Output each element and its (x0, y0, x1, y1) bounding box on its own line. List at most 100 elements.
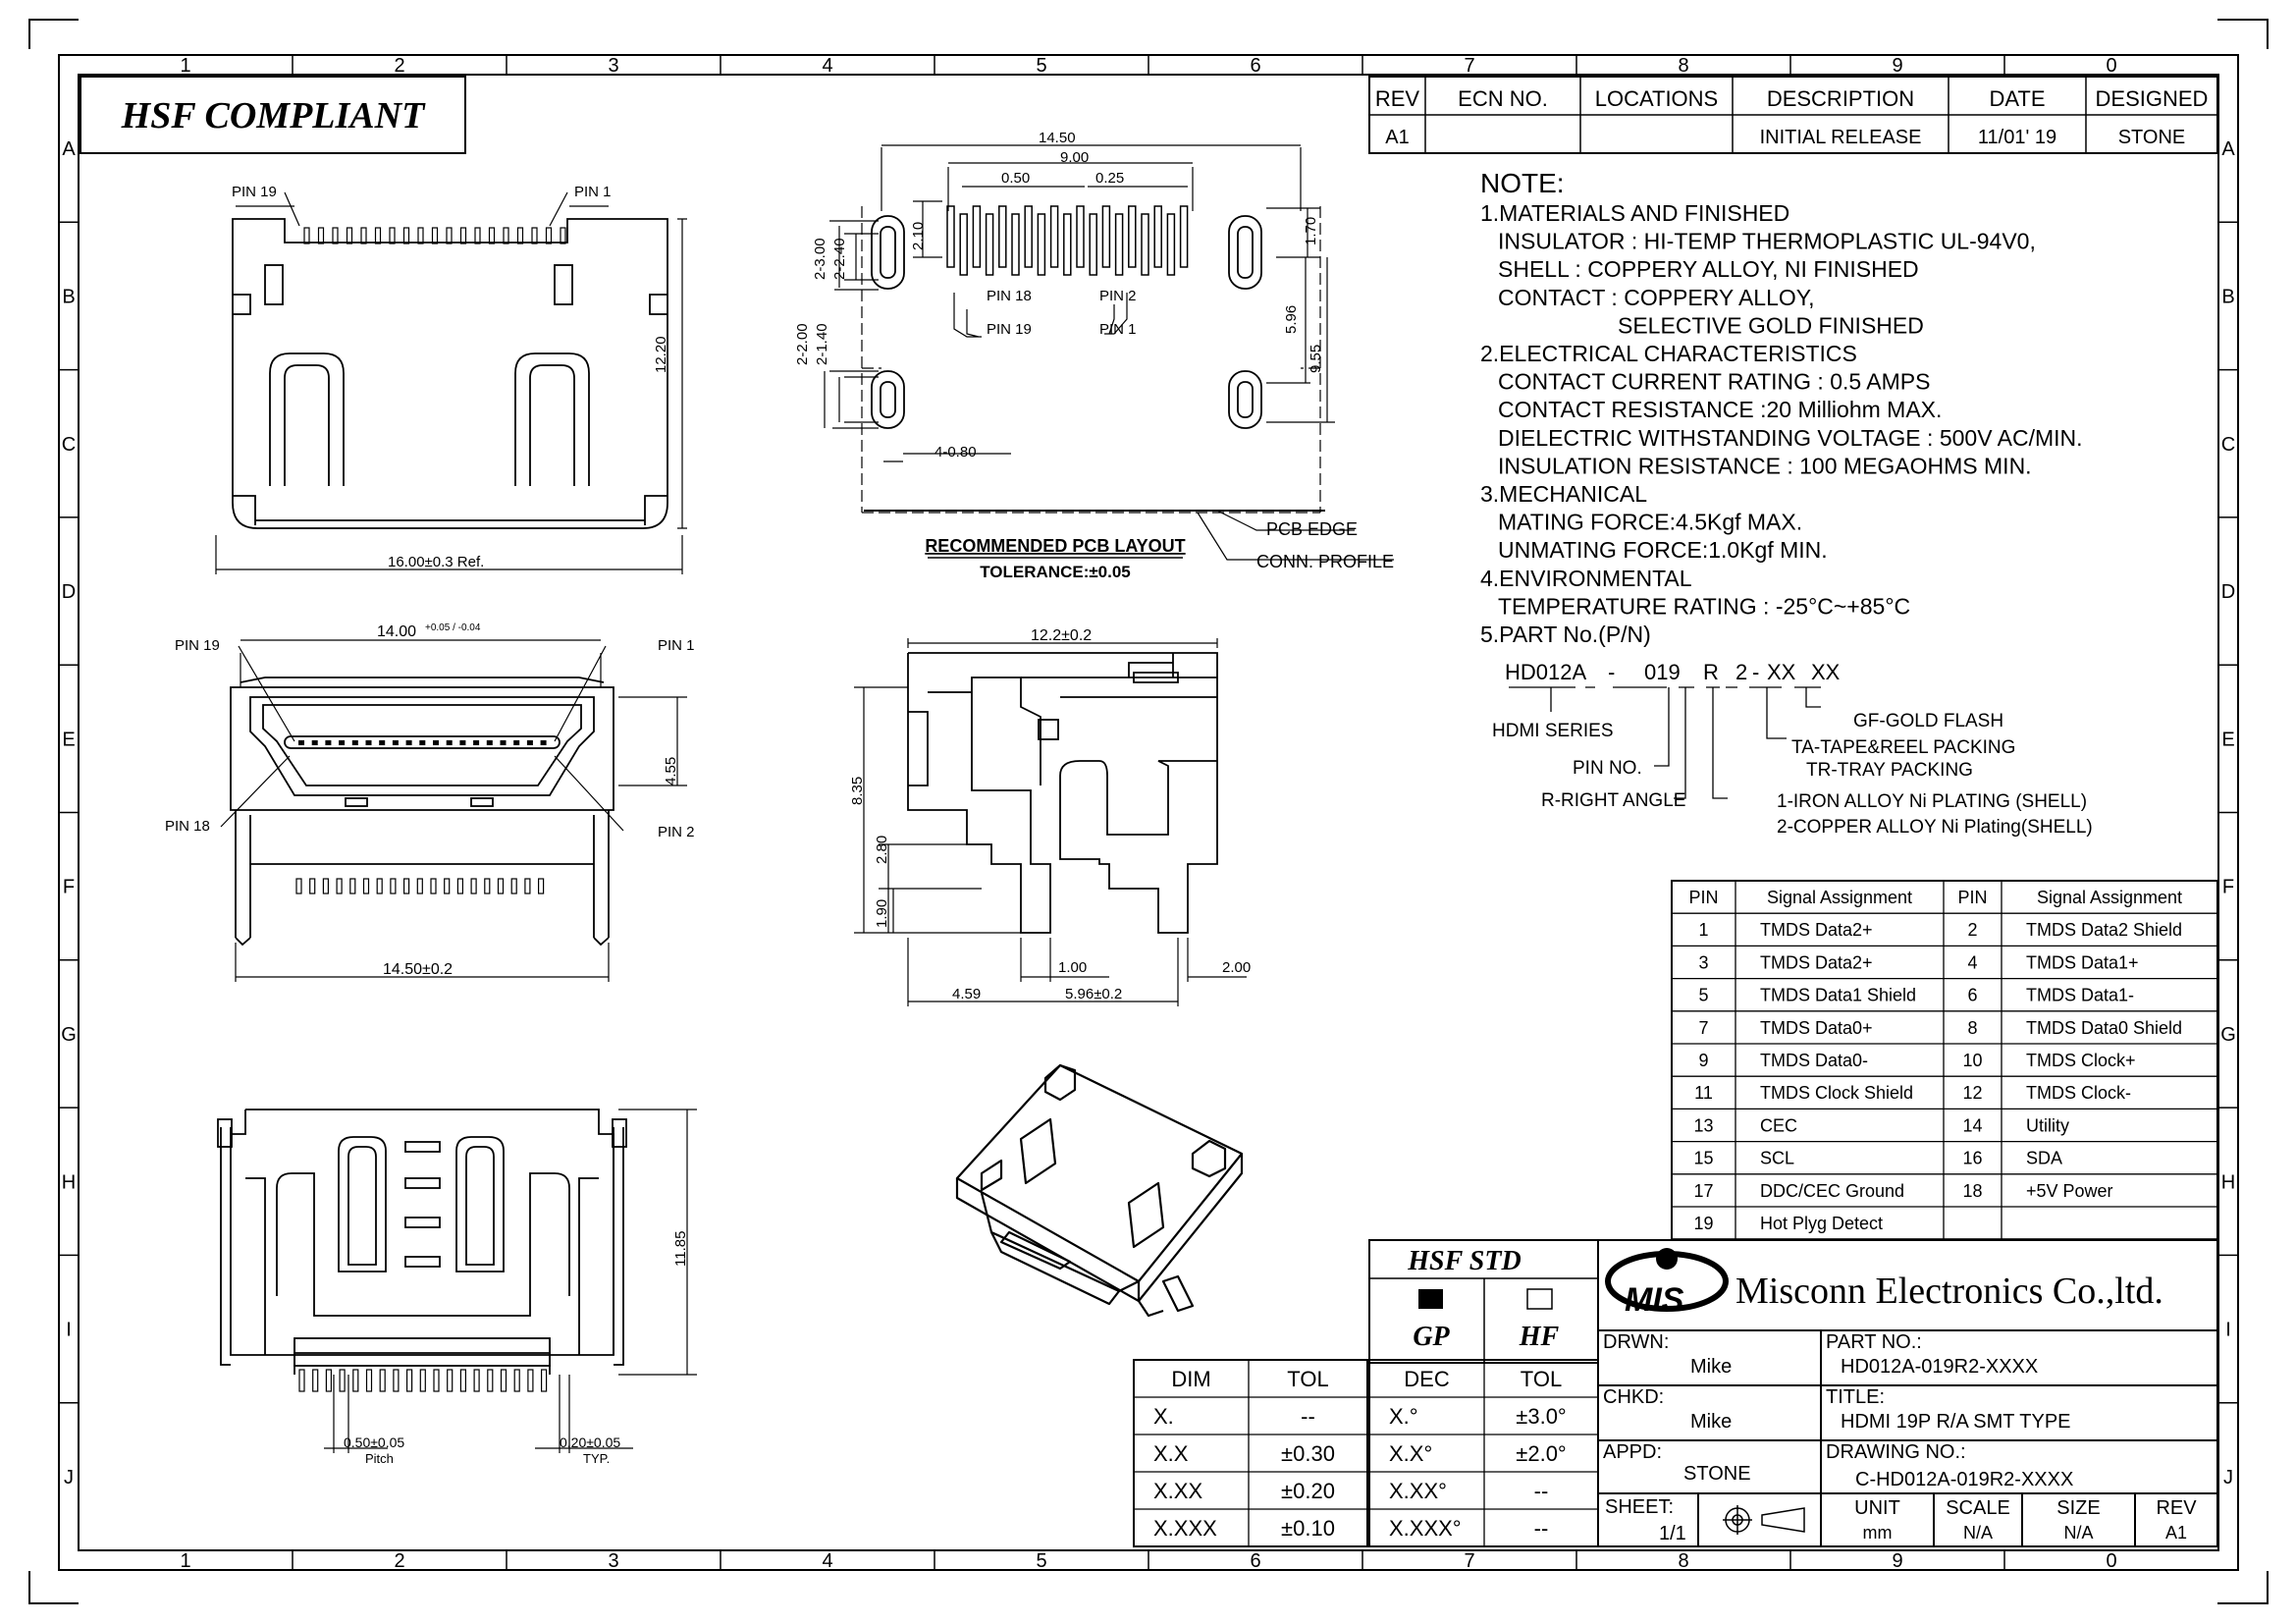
pcb-layout-view: 14.50 9.00 0.50 0.25 2-3.00 2-2.40 2.10 … (794, 130, 1394, 581)
side-view (907, 652, 1218, 934)
pin-table-cell: 9 (1698, 1051, 1708, 1070)
front-contact (325, 740, 332, 745)
pcb-pad (1089, 213, 1097, 276)
top-pin (402, 227, 410, 244)
appd-value: STONE (1683, 1463, 1751, 1485)
pn-code-dash-2: - (1752, 660, 1759, 684)
top-pin (360, 227, 367, 244)
pcb-dim-14-50: 14.50 (1039, 130, 1076, 146)
hsf-std-header-1: TOL (1521, 1367, 1562, 1391)
hsf-dec-cell: X.X° (1389, 1441, 1432, 1466)
pcb-dim-9-00: 9.00 (1060, 149, 1089, 166)
grid-col-bottom-7: 7 (1464, 1550, 1474, 1572)
front-contact (419, 740, 426, 745)
note-line-12: UNMATING FORCE:1.0Kgf MIN. (1498, 537, 1828, 563)
isometric-view (955, 1063, 1244, 1318)
rev-cell-3: INITIAL RELEASE (1760, 127, 1922, 148)
bottom-pitch-label: Pitch (365, 1451, 394, 1466)
grid-col-bottom-1: 1 (180, 1550, 190, 1572)
front-view (230, 677, 614, 947)
chkd-value: Mike (1690, 1411, 1732, 1433)
hsf-std-title: HSF STD (1407, 1246, 1521, 1276)
front-width-bottom-dim: 14.50±0.2 (383, 961, 453, 978)
pn-code-plating: XX (1811, 660, 1841, 684)
pcb-pad (1063, 213, 1072, 276)
rev-header-3: DESCRIPTION (1767, 86, 1914, 111)
top-pin (531, 227, 538, 244)
pn-tr-label: TR-TRAY PACKING (1806, 760, 1973, 781)
top-pin (459, 227, 467, 244)
front-pin (470, 878, 477, 894)
pcb-layout-tolerance: TOLERANCE:±0.05 (980, 563, 1131, 581)
bottom-pin (419, 1369, 426, 1392)
pin-table-cell: TMDS Data0 Shield (2026, 1018, 2182, 1038)
grid-row-left-A: A (62, 138, 76, 160)
top-pin (560, 227, 566, 244)
pcb-pad (1049, 205, 1059, 268)
front-contact (513, 740, 520, 745)
pin-table-cell: TMDS Clock+ (2026, 1051, 2136, 1070)
grid-row-left-E: E (62, 729, 75, 750)
size-value: N/A (2063, 1523, 2093, 1543)
pcb-pad (1011, 213, 1020, 276)
front-contact (311, 740, 318, 745)
sheet-value: 1/1 (1659, 1523, 1686, 1544)
top-pin (346, 227, 353, 244)
pcb-pads (946, 205, 1189, 276)
tol-dim-cell: X. (1153, 1404, 1174, 1429)
front-width-top-dim: 14.00 (377, 623, 416, 640)
top-pin (317, 227, 325, 244)
pin-table-cell: 14 (1962, 1115, 1982, 1135)
pin-table-cell: 18 (1962, 1181, 1982, 1201)
sheet-label: SHEET: (1605, 1496, 1674, 1518)
pin-table-cell: TMDS Data0- (1760, 1051, 1868, 1070)
gp-label: GP (1413, 1322, 1450, 1352)
pin-table-cell: TMDS Data0+ (1760, 1018, 1873, 1038)
bottom-pin (339, 1369, 346, 1392)
note-line-7: CONTACT RESISTANCE :20 Milliohm MAX. (1498, 397, 1942, 422)
bottom-pin (447, 1369, 454, 1392)
hsf-tol-cell: ±2.0° (1516, 1441, 1566, 1466)
bottom-pin (459, 1369, 466, 1392)
front-width-top-tol: +0.05 / -0.04 (425, 623, 481, 633)
front-pin (456, 878, 463, 894)
pcb-pad (946, 205, 955, 268)
pcb-pin19-label: PIN 19 (987, 321, 1032, 338)
hf-empty-box (1526, 1288, 1553, 1310)
grid-row-right-D: D (2221, 581, 2235, 603)
notes-heading: NOTE: (1480, 168, 1565, 198)
conn-profile-label: CONN. PROFILE (1256, 552, 1394, 571)
bottom-pitch-dim: 0.50±0.05 (344, 1435, 404, 1450)
grid-col-bottom-3: 3 (608, 1550, 618, 1572)
pcb-pad (959, 213, 968, 276)
pn-series-label: HDMI SERIES (1492, 721, 1614, 741)
top-pin (374, 227, 382, 244)
top-pin (474, 227, 481, 244)
pin-table-cell: 15 (1693, 1149, 1713, 1168)
note-line-1: INSULATOR : HI-TEMP THERMOPLASTIC UL-94V… (1498, 229, 2036, 254)
bottom-pin (325, 1369, 332, 1392)
front-pin (309, 878, 316, 894)
front-contact (405, 740, 412, 745)
pin-table-cell: 13 (1693, 1115, 1713, 1135)
bottom-pin (433, 1369, 440, 1392)
pcb-pad (1153, 205, 1162, 268)
front-contact (379, 740, 386, 745)
front-pin (416, 878, 423, 894)
front-contact (298, 740, 304, 745)
rev-header-5: DESIGNED (2096, 86, 2209, 111)
pn-ta-label: TA-TAPE&REEL PACKING (1791, 737, 2015, 758)
hsf-dec-cell: X.° (1389, 1404, 1418, 1429)
grid-row-right-B: B (2221, 286, 2234, 307)
note-line-5: 2.ELECTRICAL CHARACTERISTICS (1480, 341, 1857, 366)
tol-dim-cell: X.XXX (1153, 1516, 1217, 1541)
pcb-layout-title: RECOMMENDED PCB LAYOUT (925, 536, 1185, 556)
bottom-typ-label: TYP. (583, 1451, 610, 1466)
grid-col-top-0: 0 (2106, 55, 2116, 77)
bottom-pin (365, 1369, 373, 1392)
pin-table-cell: CEC (1760, 1115, 1797, 1135)
pcb-dim-1-40: 2-1.40 (814, 323, 830, 365)
bottom-view-dims: 11.85 0.50±0.05 Pitch 0.20±0.05 TYP. (324, 1109, 697, 1466)
